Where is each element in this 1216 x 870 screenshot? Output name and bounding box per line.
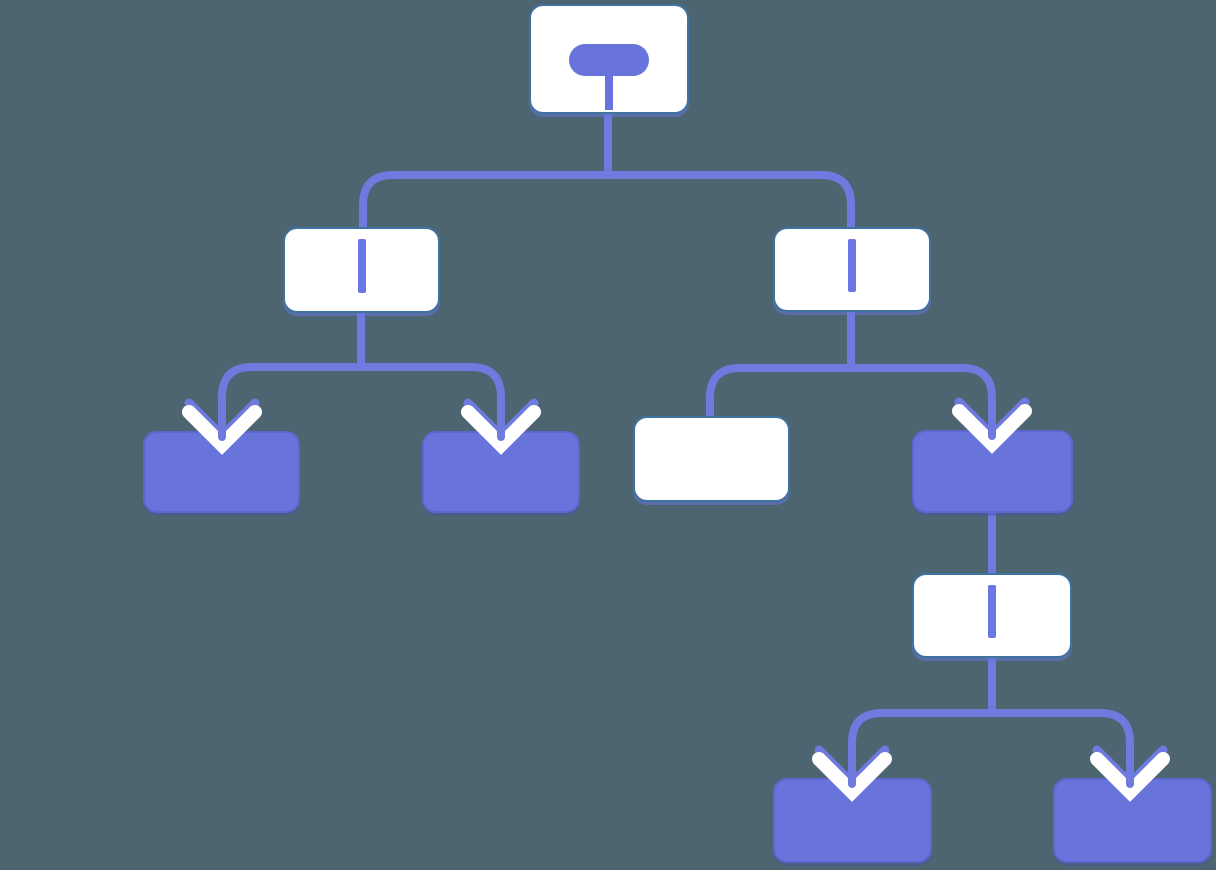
node-branch-lower[interactable] — [912, 573, 1072, 658]
node-root[interactable] — [529, 4, 689, 114]
node-leaf-bottom-1[interactable] — [773, 778, 932, 863]
node-divider-line — [848, 238, 856, 293]
node-branch-left[interactable] — [283, 227, 440, 313]
node-divider-line — [988, 584, 996, 639]
node-divider-line — [357, 238, 366, 293]
root-pill-stem — [605, 74, 613, 110]
node-branch-right[interactable] — [773, 227, 931, 312]
node-leaf-left-1[interactable] — [143, 431, 300, 513]
node-leaf-bottom-2[interactable] — [1053, 778, 1212, 863]
root-pill-shape — [569, 44, 649, 76]
node-leaf-right[interactable] — [912, 430, 1073, 513]
node-leaf-left-2[interactable] — [422, 431, 580, 513]
node-child-white[interactable] — [633, 416, 790, 502]
